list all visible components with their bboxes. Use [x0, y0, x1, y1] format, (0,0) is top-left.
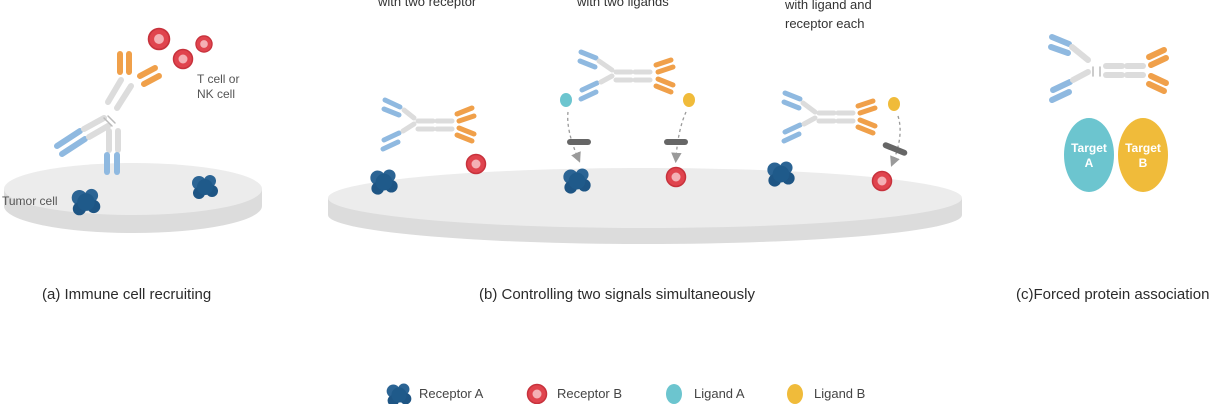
target-a-label-line1: Target [1071, 141, 1107, 155]
target-a-blob [1064, 118, 1114, 192]
target-b-label-line1: Target [1125, 141, 1161, 155]
arrow-ligand-b [671, 111, 687, 164]
ligand-b-b3 [888, 97, 900, 111]
arrow-ligand-b3 [890, 115, 901, 167]
t-cell-label: T cell or NK cell [197, 72, 239, 102]
b-subtitle-3-line1: with ligand and [785, 0, 872, 12]
b-subtitle-1: with two receptor [378, 0, 477, 9]
ligand-a-icon [666, 384, 682, 404]
receptor-a-icon [386, 383, 412, 404]
receptor-b-b3 [871, 170, 893, 192]
blocker-b2-b [664, 139, 688, 145]
tumor-cell-label: Tumor cell [2, 194, 58, 208]
arrow-ligand-a [567, 111, 581, 163]
antibody-a [54, 51, 162, 175]
platform-b [328, 168, 962, 244]
t-cell-label-line1: T cell or [197, 72, 240, 86]
caption-b: (b) Controlling two signals simultaneous… [479, 286, 755, 303]
target-b-label: Target B [1121, 141, 1165, 171]
antibody-b2 [577, 49, 676, 102]
legend-receptor-b-label: Receptor B [557, 386, 623, 401]
caption-c: (c)Forced protein association [1016, 286, 1210, 303]
target-b-label-line2: B [1138, 156, 1148, 170]
receptor-b-b2 [665, 166, 687, 188]
legend-ligand-b-label: Ligand B [814, 386, 866, 401]
receptor-b-icon [526, 383, 548, 404]
receptor-b-b1 [465, 153, 487, 175]
b-subtitle-3: with ligand and receptor each [785, 0, 872, 33]
antibody-b1 [380, 97, 477, 152]
t-cell-receptors [147, 27, 213, 70]
antibody-c [1048, 34, 1169, 103]
blocker-b3 [882, 142, 908, 156]
platform-a [4, 163, 262, 233]
target-a-label-line2: A [1084, 156, 1094, 170]
caption-a: (a) Immune cell recruiting [42, 286, 212, 303]
target-b-blob [1118, 118, 1168, 192]
target-a-label: Target A [1067, 141, 1111, 171]
b-subtitle-2: with two ligands [577, 0, 669, 9]
ligand-b-b2 [683, 93, 695, 107]
ligand-a-b2 [560, 93, 572, 107]
t-cell-label-line2: NK cell [197, 87, 236, 101]
antibody-b3 [781, 90, 878, 144]
legend-ligand-a-label: Ligand A [694, 386, 745, 401]
legend-receptor-a-label: Receptor A [419, 386, 484, 401]
blocker-b2-a [567, 139, 591, 145]
b-subtitle-3-line2: receptor each [785, 16, 865, 31]
ligand-b-icon [787, 384, 803, 404]
